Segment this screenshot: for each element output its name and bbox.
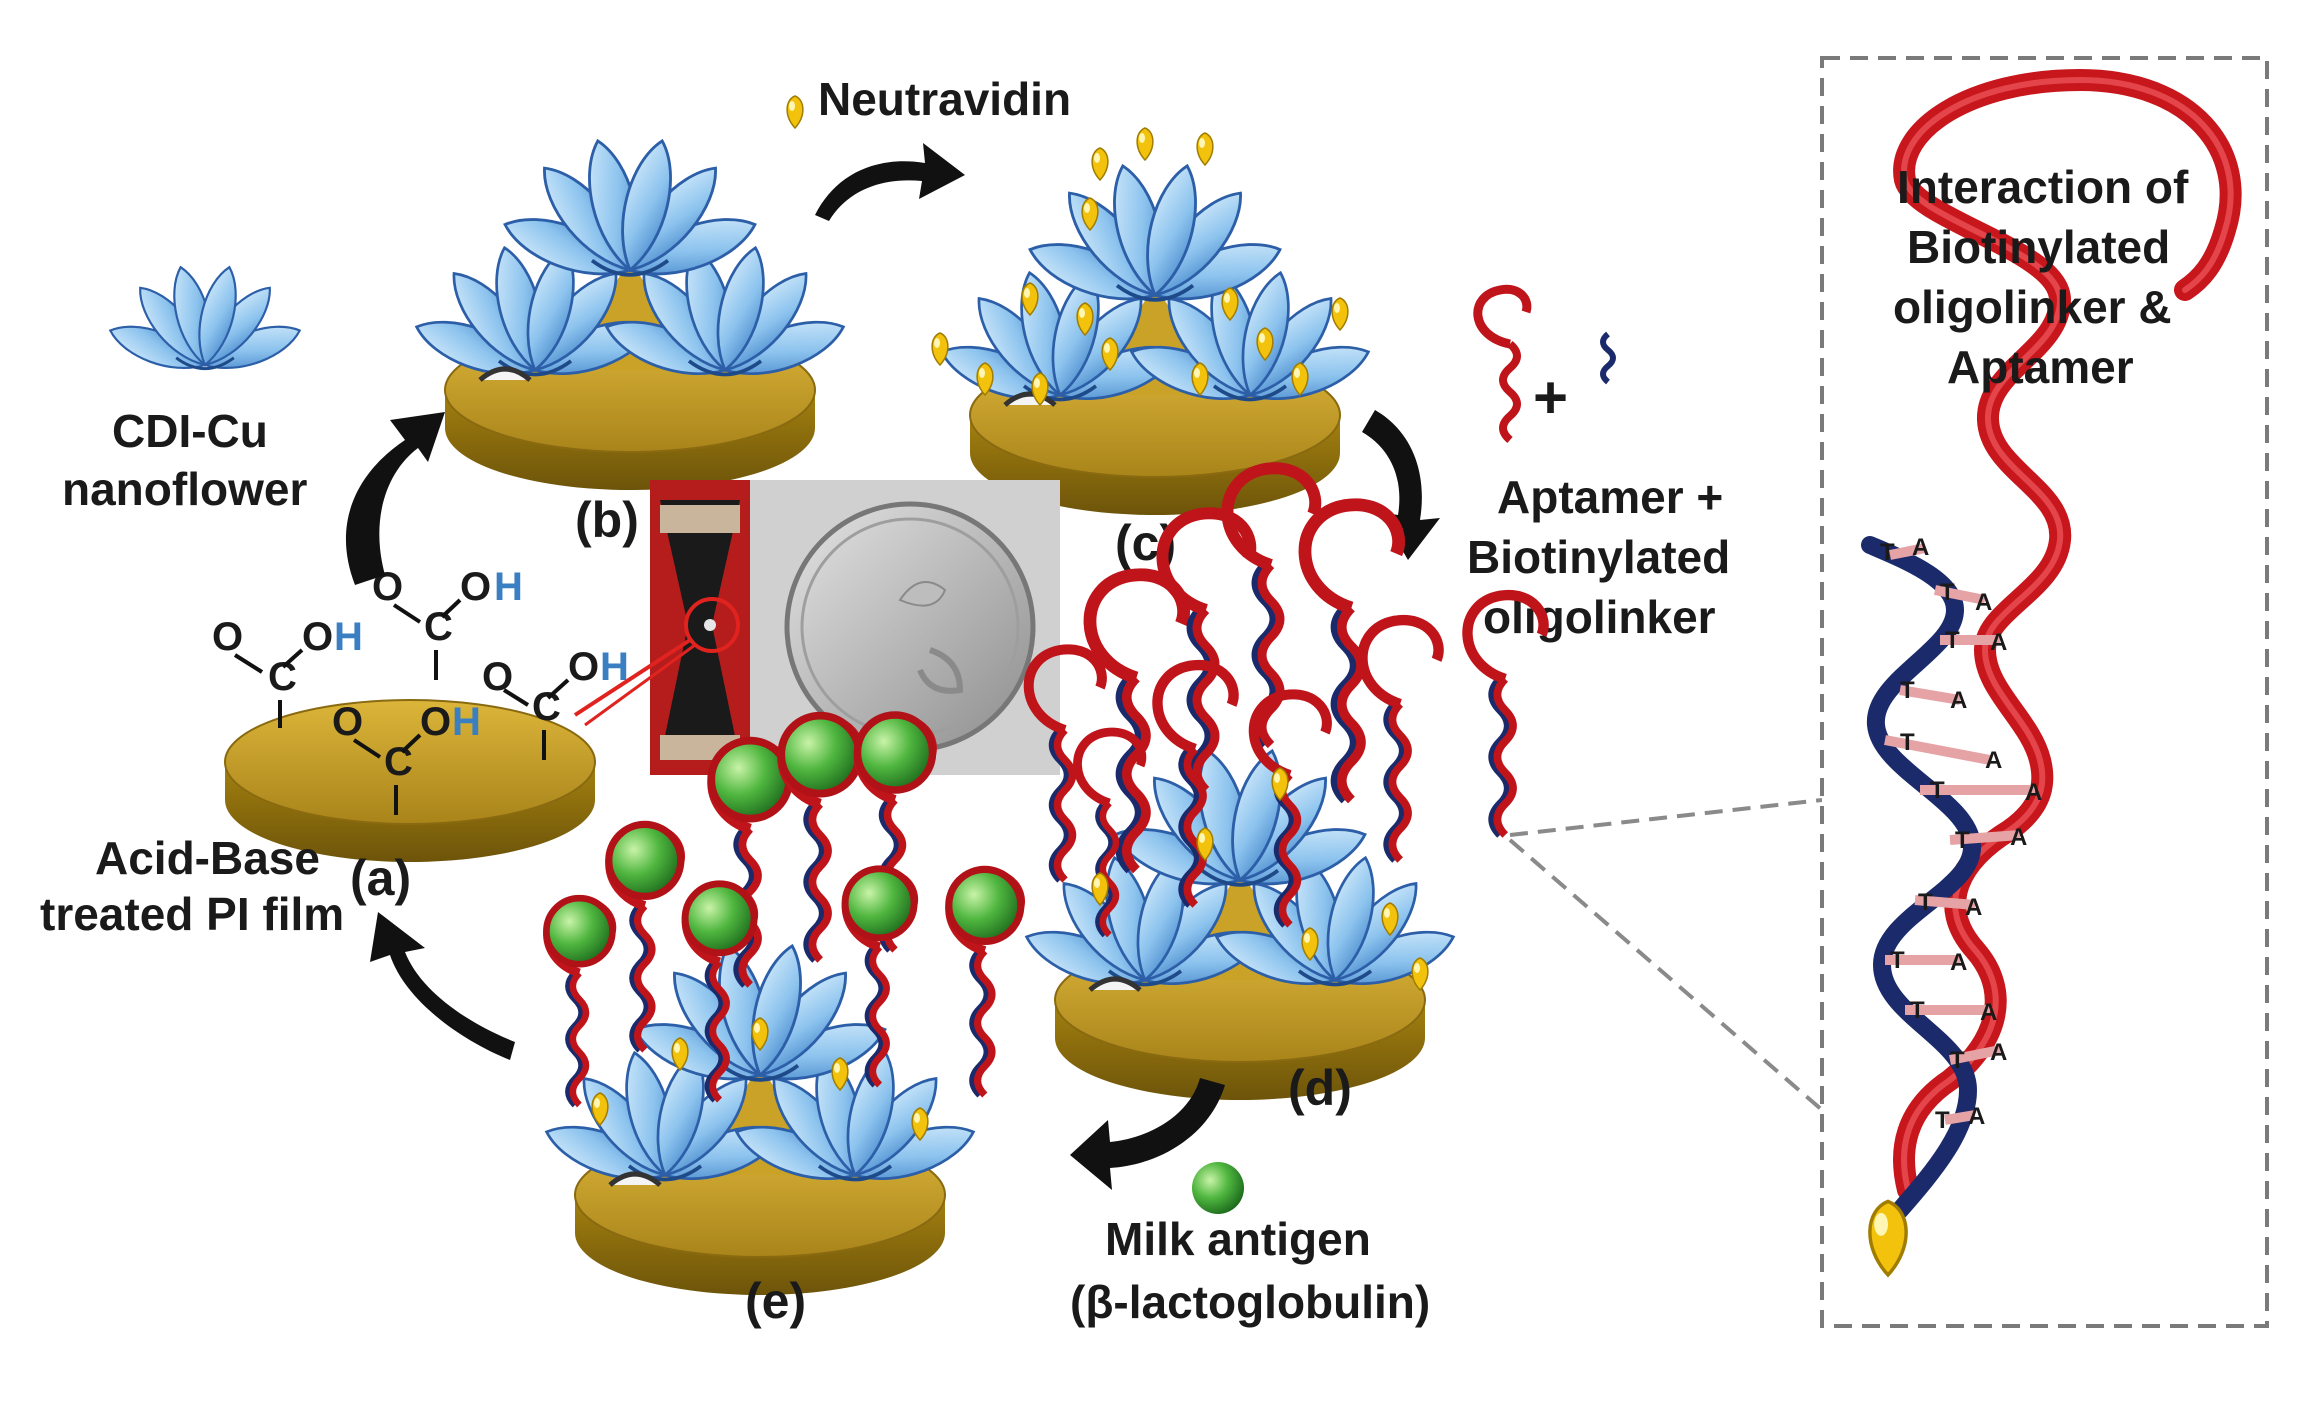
- neutravidin-label: Neutravidin: [818, 73, 1071, 125]
- oligolinker-icon: [1600, 331, 1616, 385]
- svg-text:A: A: [1990, 629, 2007, 656]
- svg-text:A: A: [1985, 747, 2002, 774]
- base-pair-rungs: [1884, 543, 2035, 1125]
- stage-b-flowers: [410, 136, 850, 388]
- svg-text:T: T: [1955, 827, 1970, 854]
- inset-title-line3: oligolinker &: [1893, 281, 2172, 333]
- svg-text:A: A: [1975, 589, 1992, 616]
- arrow-c-to-d-icon: [1362, 410, 1440, 560]
- svg-text:T: T: [1940, 579, 1955, 606]
- svg-text:T: T: [1890, 947, 1905, 974]
- svg-text:T: T: [1900, 677, 1915, 704]
- inset-zoom-connector: [1508, 798, 1824, 1112]
- photo-zoom-connector: [573, 597, 740, 727]
- arrow-b-to-c-icon: [815, 143, 965, 221]
- inset-title-line4: Aptamer: [1947, 341, 2134, 393]
- svg-text:O: O: [302, 615, 333, 659]
- base-pair-letters: T A T A T A T A T A T A T A T A T A T A …: [1880, 534, 2042, 1134]
- svg-text:A: A: [1950, 949, 1967, 976]
- carboxyl-groups: O C O H O C O H O C O H O C O H: [212, 565, 629, 815]
- svg-text:C: C: [268, 655, 297, 699]
- svg-text:A: A: [1980, 999, 1997, 1026]
- svg-text:H: H: [494, 565, 523, 609]
- milk-antigen-icon: [1192, 1162, 1244, 1214]
- svg-text:T: T: [1900, 729, 1915, 756]
- nanoflower-label-line2: nanoflower: [62, 463, 307, 515]
- neutravidin-icon: [786, 95, 804, 129]
- stage-e-flowers: [540, 941, 980, 1193]
- milk-antigen-label-line2: (β-lactoglobulin): [1070, 1276, 1430, 1328]
- nanoflower-label-line1: CDI-Cu: [112, 405, 268, 457]
- inset-panel: T A T A T A T A T A T A T A T A T A T A …: [1820, 56, 2269, 1328]
- film-label-line1: Acid-Base: [95, 832, 320, 884]
- device-photo: [650, 480, 1060, 775]
- inset-title-line2: Biotinylated: [1907, 221, 2170, 273]
- milk-antigen-label-line1: Milk antigen: [1105, 1213, 1371, 1265]
- svg-text:A: A: [2010, 824, 2027, 851]
- svg-text:A: A: [1950, 687, 1967, 714]
- arrow-d-to-e-icon: [1070, 1078, 1225, 1190]
- plus-sign: +: [1533, 364, 1568, 431]
- svg-text:T: T: [1950, 1047, 1965, 1074]
- nanoflower-icon: [105, 263, 305, 379]
- svg-text:O: O: [420, 700, 451, 744]
- svg-text:T: T: [1880, 539, 1895, 566]
- svg-text:T: T: [1910, 997, 1925, 1024]
- svg-text:O: O: [568, 645, 599, 689]
- svg-text:A: A: [1968, 1103, 1985, 1130]
- svg-text:O: O: [212, 615, 243, 659]
- svg-text:A: A: [1965, 894, 1982, 921]
- svg-text:O: O: [460, 565, 491, 609]
- step-b-label: (b): [575, 492, 639, 548]
- svg-text:H: H: [334, 615, 363, 659]
- step-a-label: (a): [350, 850, 411, 906]
- step-e-label: (e): [745, 1273, 806, 1329]
- svg-text:A: A: [2025, 779, 2042, 806]
- aptamer-icon: [1473, 284, 1532, 444]
- arrow-a-to-b-icon: [345, 412, 445, 585]
- svg-text:T: T: [1930, 777, 1945, 804]
- stage-c-flowers: [935, 161, 1375, 413]
- svg-text:O: O: [332, 700, 363, 744]
- arrow-e-to-a-icon: [370, 912, 515, 1060]
- step-d-label: (d): [1288, 1060, 1352, 1116]
- svg-text:T: T: [1935, 1107, 1950, 1134]
- svg-text:A: A: [1990, 1039, 2007, 1066]
- aptamer-label-line1: Aptamer +: [1497, 471, 1723, 523]
- svg-text:A: A: [1912, 534, 1929, 561]
- film-label-line2: treated PI film: [40, 888, 344, 940]
- aptamer-label-line2: Biotinylated: [1467, 531, 1730, 583]
- inset-title-line1: Interaction of: [1897, 161, 2189, 213]
- svg-text:T: T: [1918, 889, 1933, 916]
- svg-text:H: H: [452, 700, 481, 744]
- svg-text:T: T: [1945, 627, 1960, 654]
